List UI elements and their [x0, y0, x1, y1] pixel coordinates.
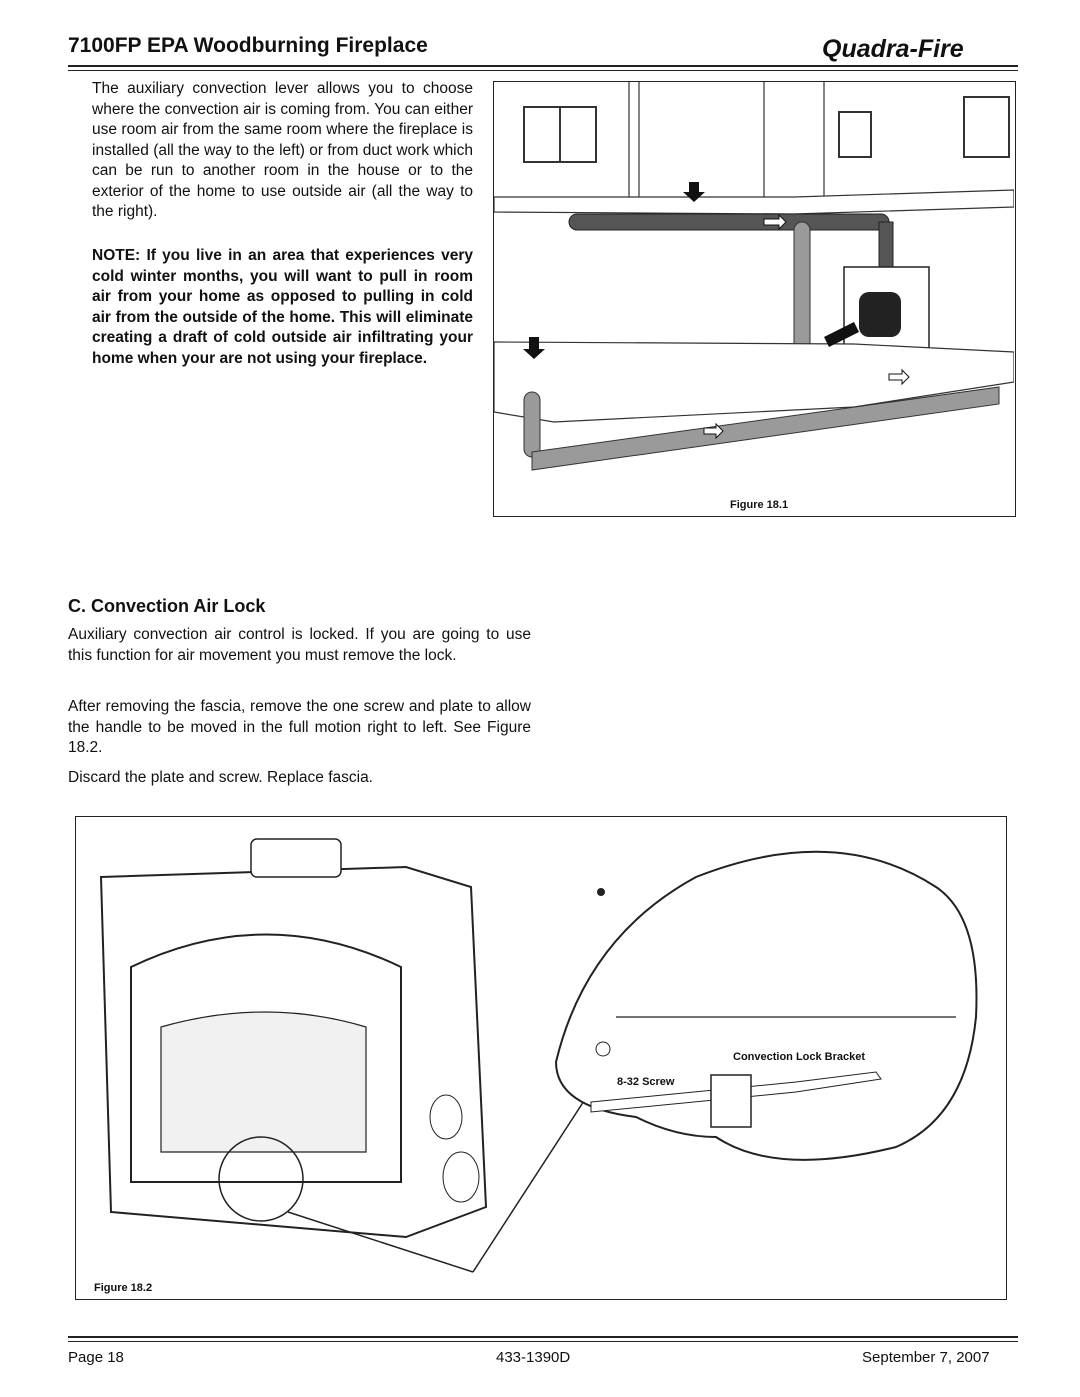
section-heading: C. Convection Air Lock: [68, 596, 266, 616]
figure-18-1: [493, 81, 1016, 517]
cold-climate-note: NOTE: If you live in an area that experi…: [92, 247, 473, 367]
figure-18-2: [75, 816, 1007, 1300]
header-rule-thin: [68, 70, 1018, 71]
document-number: 433-1390D: [496, 1349, 571, 1366]
brand-logo: Quadra-Fire: [822, 35, 964, 63]
footer-rule-thin: [68, 1341, 1018, 1342]
document-date: September 7, 2007: [862, 1349, 990, 1366]
figure-18-2-caption: Figure 18.2: [94, 1282, 153, 1294]
footer-rule: [68, 1336, 1018, 1338]
section-paragraph-1: Auxiliary convection air control is lock…: [68, 626, 531, 664]
section-paragraph-2: After removing the fascia, remove the on…: [68, 698, 531, 756]
screw-label: 8-32 Screw: [617, 1076, 675, 1088]
fireplace-lock-illustration: [99, 838, 978, 1273]
brand-logo-text: Quadra-Fire: [822, 35, 964, 63]
intro-paragraph: The auxiliary convection lever allows yo…: [92, 80, 473, 220]
house-airflow-illustration: [493, 82, 1015, 471]
page-number: Page 18: [68, 1349, 124, 1366]
figure-18-1-caption: Figure 18.1: [730, 499, 789, 511]
header-rule: [68, 65, 1018, 67]
convection-lock-bracket-label: Convection Lock Bracket: [733, 1051, 866, 1063]
section-paragraph-3: Discard the plate and screw. Replace fas…: [68, 769, 373, 786]
page-title: 7100FP EPA Woodburning Fireplace: [68, 34, 428, 57]
